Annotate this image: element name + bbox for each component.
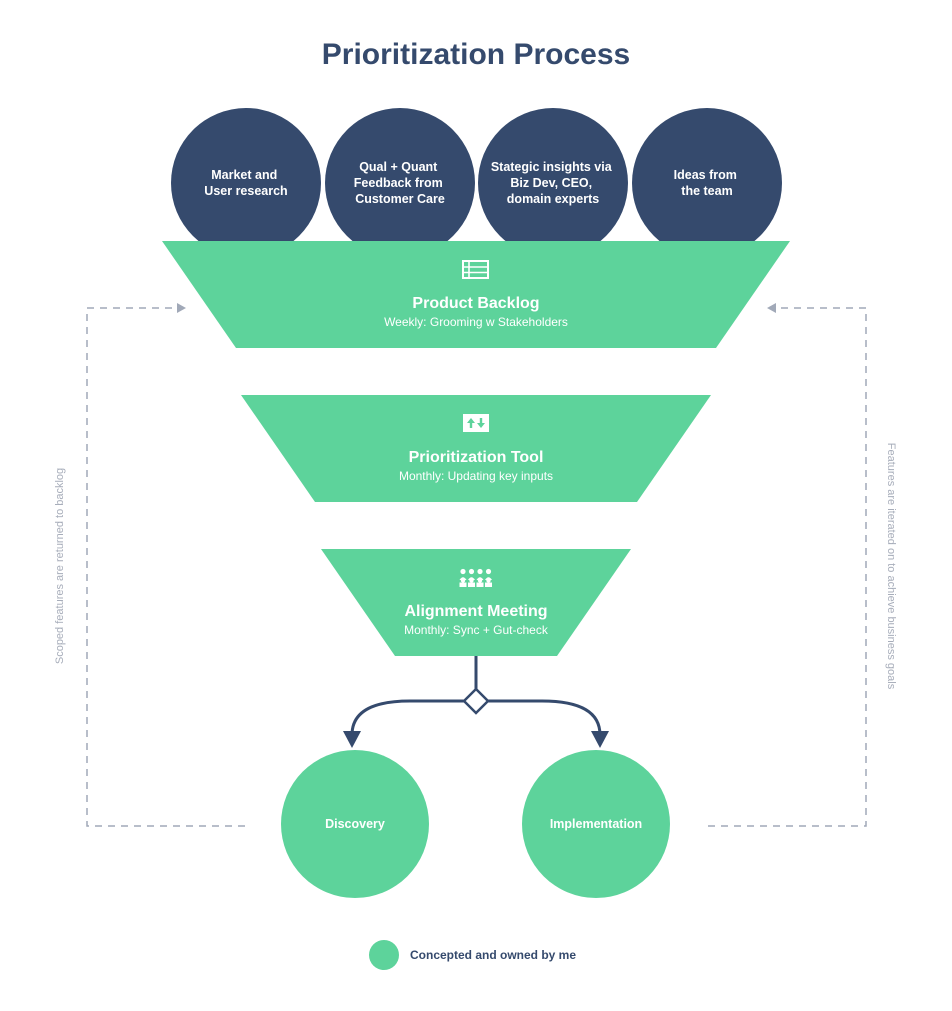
decision-connector — [343, 656, 609, 748]
right-loop-label: Features are iterated on to achieve busi… — [885, 443, 897, 690]
outcome-label: Implementation — [550, 817, 642, 831]
funnel-stage-alignment-meeting: Alignment Meeting Monthly: Sync + Gut-ch… — [321, 549, 631, 656]
source-circle-market-research: Market and User research — [171, 108, 321, 258]
stage-subtitle: Monthly: Sync + Gut-check — [404, 623, 549, 637]
left-feedback-loop — [86, 303, 245, 827]
right-feedback-loop — [708, 303, 867, 827]
source-label: Market and User research — [204, 168, 287, 198]
people-group-icon — [459, 568, 492, 587]
source-circle-customer-care: Qual + Quant Feedback from Customer Care — [325, 108, 475, 258]
source-label: Qual + Quant Feedback from Customer Care — [354, 160, 446, 206]
stage-title: Product Backlog — [412, 295, 539, 312]
arrow-to-discovery — [343, 731, 361, 748]
right-loop-arrowhead — [767, 303, 776, 313]
stage-subtitle: Monthly: Updating key inputs — [399, 469, 553, 483]
funnel-stage-prioritization-tool: Prioritization Tool Monthly: Updating ke… — [241, 395, 711, 502]
legend-label: Concepted and owned by me — [410, 948, 576, 962]
legend: Concepted and owned by me — [369, 940, 576, 970]
funnel-stage-product-backlog: Product Backlog Weekly: Grooming w Stake… — [162, 241, 790, 348]
source-circle-team-ideas: Ideas from the team — [632, 108, 782, 258]
legend-swatch — [369, 940, 399, 970]
source-label: Ideas from the team — [674, 168, 741, 198]
diagram-title: Prioritization Process — [322, 38, 630, 71]
arrow-to-implementation — [591, 731, 609, 748]
outcome-circle-discovery: Discovery — [281, 750, 429, 898]
stage-subtitle: Weekly: Grooming w Stakeholders — [384, 315, 568, 329]
outcome-circle-implementation: Implementation — [522, 750, 670, 898]
sort-arrows-icon — [463, 414, 489, 432]
backlog-list-icon — [462, 260, 489, 279]
source-label: Stategic insights via Biz Dev, CEO, doma… — [491, 160, 615, 206]
left-loop-label: Scoped features are returned to backlog — [54, 468, 66, 664]
decision-diamond — [462, 687, 490, 715]
left-loop-arrowhead — [177, 303, 186, 313]
source-circle-strategic-insights: Stategic insights via Biz Dev, CEO, doma… — [478, 108, 628, 258]
stage-title: Alignment Meeting — [404, 603, 547, 620]
outcome-label: Discovery — [325, 817, 385, 831]
stage-title: Prioritization Tool — [409, 449, 544, 466]
